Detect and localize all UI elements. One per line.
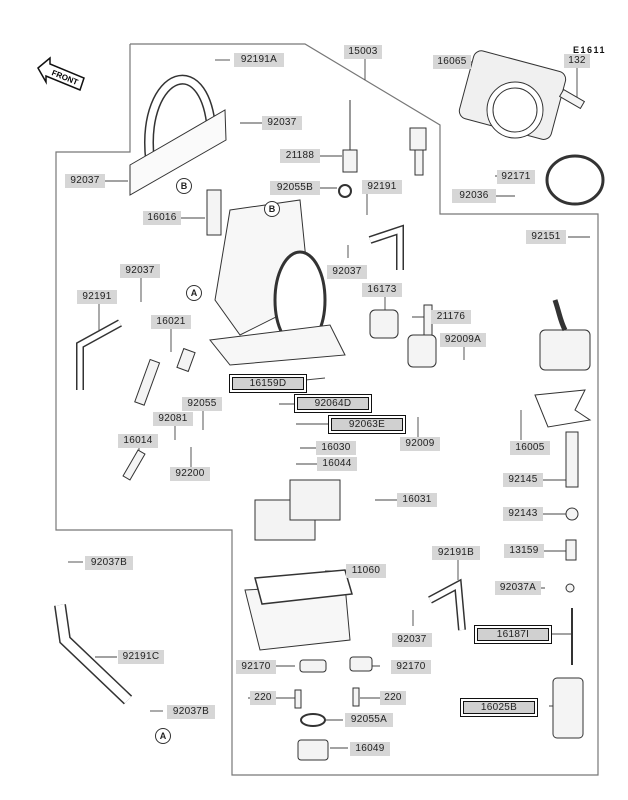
part-label-16031[interactable]: 16031	[397, 493, 437, 507]
part-label-92081[interactable]: 92081	[153, 412, 193, 426]
part-label-92055A[interactable]: 92055A	[345, 713, 393, 727]
part-label-220[interactable]: 220	[250, 691, 276, 705]
part-label-92145[interactable]: 92145	[503, 473, 543, 487]
part-label-92191A[interactable]: 92191A	[234, 53, 284, 67]
part-label-16021[interactable]: 16021	[151, 315, 191, 329]
assembly-frame	[55, 43, 599, 776]
part-label-16049[interactable]: 16049	[350, 742, 390, 756]
part-label-21176[interactable]: 21176	[431, 310, 471, 324]
part-label-92170[interactable]: 92170	[236, 660, 276, 674]
part-label-92037[interactable]: 92037	[392, 633, 432, 647]
part-label-92191[interactable]: 92191	[362, 180, 402, 194]
part-label-92171[interactable]: 92171	[497, 170, 535, 184]
part-label-92037[interactable]: 92037	[262, 116, 302, 130]
part-label-92064D[interactable]: 92064D	[295, 395, 371, 412]
part-label-92063E[interactable]: 92063E	[329, 416, 405, 433]
part-label-21188[interactable]: 21188	[280, 149, 320, 163]
part-label-92037A[interactable]: 92037A	[495, 581, 541, 595]
part-label-16016[interactable]: 16016	[143, 211, 181, 225]
part-label-92037B[interactable]: 92037B	[167, 705, 215, 719]
part-label-92151[interactable]: 92151	[526, 230, 566, 244]
part-label-15003[interactable]: 15003	[344, 45, 382, 59]
part-label-92037[interactable]: 92037	[120, 264, 160, 278]
part-label-92037[interactable]: 92037	[65, 174, 105, 188]
part-label-16030[interactable]: 16030	[316, 441, 356, 455]
diagram-code: E1611	[573, 45, 607, 55]
part-label-16065[interactable]: 16065	[433, 55, 471, 69]
part-label-92055[interactable]: 92055	[182, 397, 222, 411]
part-label-92200[interactable]: 92200	[170, 467, 210, 481]
part-label-13159[interactable]: 13159	[504, 544, 544, 558]
callout-a: A	[186, 285, 202, 301]
part-label-92009[interactable]: 92009	[400, 437, 440, 451]
part-label-92191[interactable]: 92191	[77, 290, 117, 304]
part-label-92170[interactable]: 92170	[391, 660, 431, 674]
part-label-92037[interactable]: 92037	[327, 265, 367, 279]
part-label-132[interactable]: 132	[564, 54, 590, 68]
part-label-16187I[interactable]: 16187I	[475, 626, 551, 643]
part-label-16005[interactable]: 16005	[510, 441, 550, 455]
part-label-16025B[interactable]: 16025B	[461, 699, 537, 716]
part-label-92036[interactable]: 92036	[452, 189, 496, 203]
part-label-16044[interactable]: 16044	[317, 457, 357, 471]
part-label-92191B[interactable]: 92191B	[432, 546, 480, 560]
part-label-92009A[interactable]: 92009A	[440, 333, 486, 347]
part-label-92037B[interactable]: 92037B	[85, 556, 133, 570]
callout-b: B	[264, 201, 280, 217]
part-label-16159D[interactable]: 16159D	[230, 375, 306, 392]
part-label-16014[interactable]: 16014	[118, 434, 158, 448]
front-arrow-icon: FRONT	[36, 56, 86, 96]
part-label-220[interactable]: 220	[380, 691, 406, 705]
part-shapes	[54, 50, 605, 761]
part-label-11060[interactable]: 11060	[346, 564, 386, 578]
part-label-16173[interactable]: 16173	[362, 283, 402, 297]
part-label-92143[interactable]: 92143	[503, 507, 543, 521]
callout-a: A	[155, 728, 171, 744]
callout-b: B	[176, 178, 192, 194]
part-label-92191C[interactable]: 92191C	[118, 650, 164, 664]
part-label-92055B[interactable]: 92055B	[270, 181, 320, 195]
